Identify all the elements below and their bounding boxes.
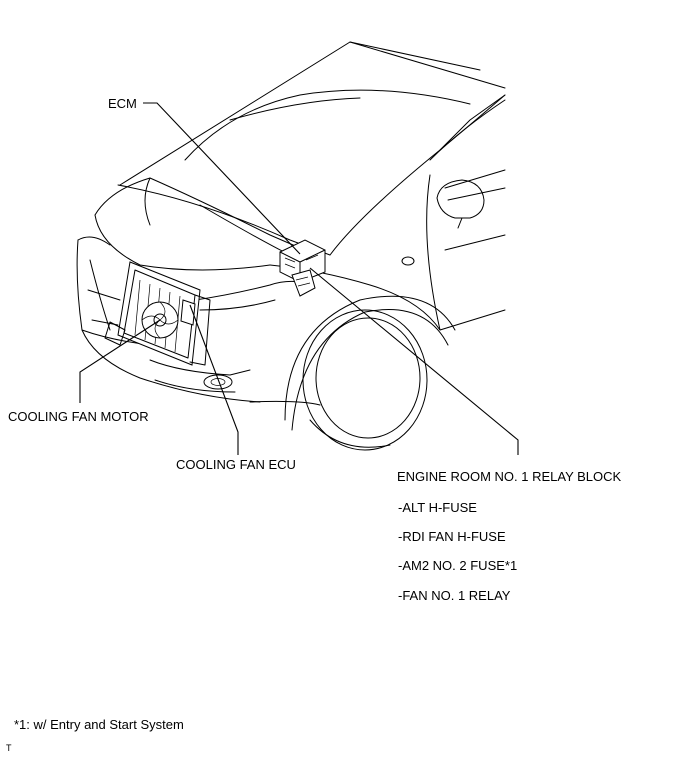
relay-block-item: -ALT H-FUSE [398, 500, 477, 515]
relay-block-item: -AM2 NO. 2 FUSE*1 [398, 558, 517, 573]
footnote: *1: w/ Entry and Start System [14, 717, 184, 732]
cooling-fan-ecu-leader [189, 304, 239, 455]
cooling-fan-motor-label: COOLING FAN MOTOR [8, 409, 149, 424]
ecm-label: ECM [108, 96, 137, 111]
relay-block-item: -FAN NO. 1 RELAY [398, 588, 511, 603]
relay-block-leader [309, 267, 519, 455]
cooling-fan-ecu-label: COOLING FAN ECU [176, 457, 296, 472]
ecm-leader [143, 102, 301, 255]
vehicle-illustration [76, 41, 506, 451]
corner-mark: T [6, 743, 12, 753]
relay-block-label: ENGINE ROOM NO. 1 RELAY BLOCK [397, 469, 622, 484]
leader-lines [79, 102, 519, 455]
relay-block-item: -RDI FAN H-FUSE [398, 529, 506, 544]
labels: ECM COOLING FAN MOTOR COOLING FAN ECU EN… [6, 96, 622, 753]
cooling-fan-motor-leader [79, 319, 161, 403]
